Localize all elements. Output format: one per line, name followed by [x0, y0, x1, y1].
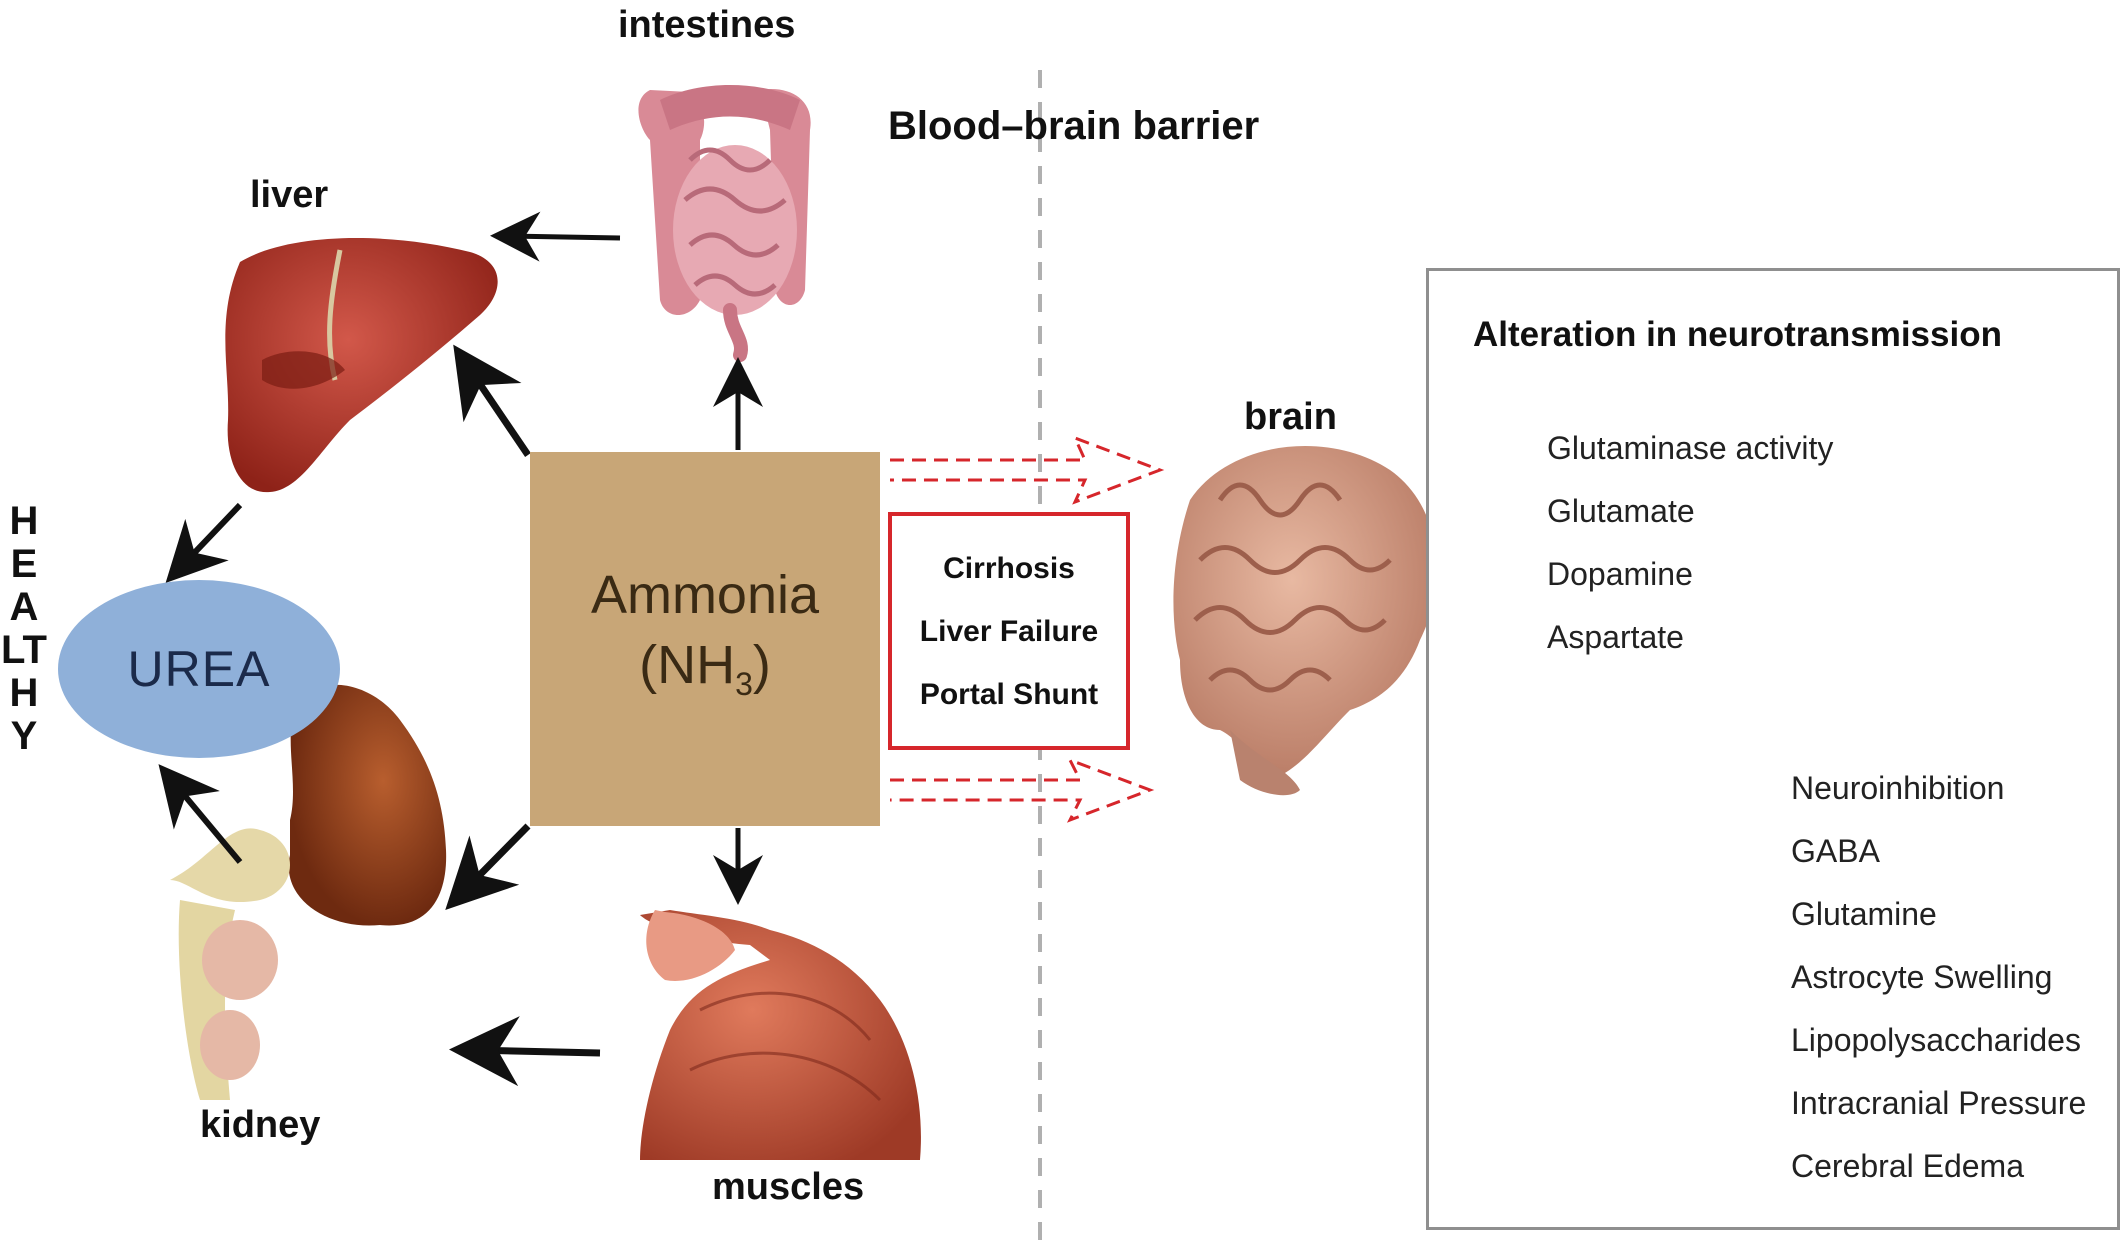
ammonia-node: Ammonia (NH3) — [530, 452, 880, 826]
decreased-item: Dopamine — [1547, 556, 1693, 592]
brain-image — [1173, 446, 1437, 796]
conditions-box: Cirrhosis Liver Failure Portal Shunt — [888, 512, 1130, 750]
increased-list: Neuroinhibition GABA Glutamine Astrocyte… — [1791, 757, 2086, 1198]
increased-item: Lipopolysaccharides — [1791, 1022, 2081, 1058]
kidney-image — [170, 684, 447, 1100]
muscles-image — [640, 910, 921, 1160]
blood-brain-barrier-label: Blood–brain barrier — [888, 104, 1260, 148]
ammonia-formula: (NH3) — [639, 634, 771, 702]
condition-item: Portal Shunt — [919, 677, 1099, 711]
increased-item: Astrocyte Swelling — [1791, 959, 2053, 995]
decreased-item: Glutaminase activity — [1547, 430, 1834, 466]
urea-label: UREA — [127, 641, 271, 697]
arrow-intestines-to-liver — [490, 211, 621, 262]
dashed-arrow-upper — [890, 435, 1165, 505]
panel-title: Alteration in neurotransmission — [1473, 315, 2002, 354]
arrow-liver-to-urea — [165, 502, 243, 584]
decreased-list: Glutaminase activity Glutamate Dopamine … — [1547, 417, 1833, 669]
arrow-muscles-to-kidney — [449, 1016, 601, 1087]
increased-item: Glutamine — [1791, 896, 1937, 932]
intestines-label: intestines — [618, 4, 796, 46]
increased-item: Neuroinhibition — [1791, 770, 2005, 806]
brain-label: brain — [1244, 396, 1337, 438]
urea-node: UREA — [58, 580, 340, 758]
increased-item: Intracranial Pressure — [1791, 1085, 2087, 1121]
ammonia-name: Ammonia — [590, 564, 820, 625]
arrow-ammonia-to-liver — [453, 344, 531, 457]
decreased-item: Glutamate — [1547, 493, 1695, 529]
muscles-label: muscles — [712, 1166, 865, 1208]
kidney-label: kidney — [200, 1104, 321, 1146]
neurotransmission-panel: Alteration in neurotransmission Glutamin… — [1426, 268, 2120, 1230]
condition-item: Liver Failure — [919, 614, 1099, 648]
condition-item: Cirrhosis — [943, 551, 1075, 585]
dashed-arrow-lower — [890, 757, 1155, 823]
increased-item: Cerebral Edema — [1791, 1148, 2024, 1184]
arrow-kidney-to-urea — [158, 764, 243, 864]
decreased-item: Aspartate — [1547, 619, 1684, 655]
healthy-label: HEALTHY — [1, 499, 47, 758]
liver-image — [225, 238, 498, 493]
liver-label: liver — [250, 174, 329, 216]
intestines-image — [638, 85, 811, 362]
arrow-ammonia-to-kidney — [445, 823, 531, 910]
increased-item: GABA — [1791, 833, 1880, 869]
